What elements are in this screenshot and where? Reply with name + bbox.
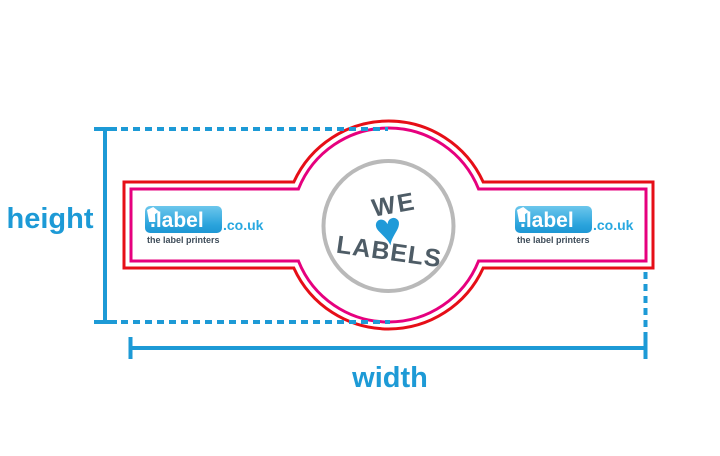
outer-cut-line bbox=[122, 119, 655, 331]
logo-domain-suffix: .co.uk bbox=[223, 217, 264, 233]
height-label: height bbox=[6, 203, 94, 235]
logo-domain-suffix: .co.uk bbox=[593, 217, 634, 233]
logo-wordmark: .label bbox=[520, 209, 574, 232]
height-dimension bbox=[94, 127, 390, 324]
label-co-uk-logo-right: .label .co.uk the label printers bbox=[515, 206, 635, 248]
logo-wordmark: .label bbox=[150, 209, 204, 232]
label-co-uk-logo-left: .label .co.uk the label printers bbox=[145, 206, 265, 248]
width-label: width bbox=[352, 362, 428, 394]
logo-box: .label bbox=[515, 206, 592, 233]
logo-tagline: the label printers bbox=[147, 235, 220, 245]
inner-cut-line bbox=[129, 126, 648, 324]
logo-tagline: the label printers bbox=[517, 235, 590, 245]
roundel-circle bbox=[321, 159, 456, 293]
width-dimension bbox=[128, 272, 648, 359]
logo-box: .label bbox=[145, 206, 222, 233]
